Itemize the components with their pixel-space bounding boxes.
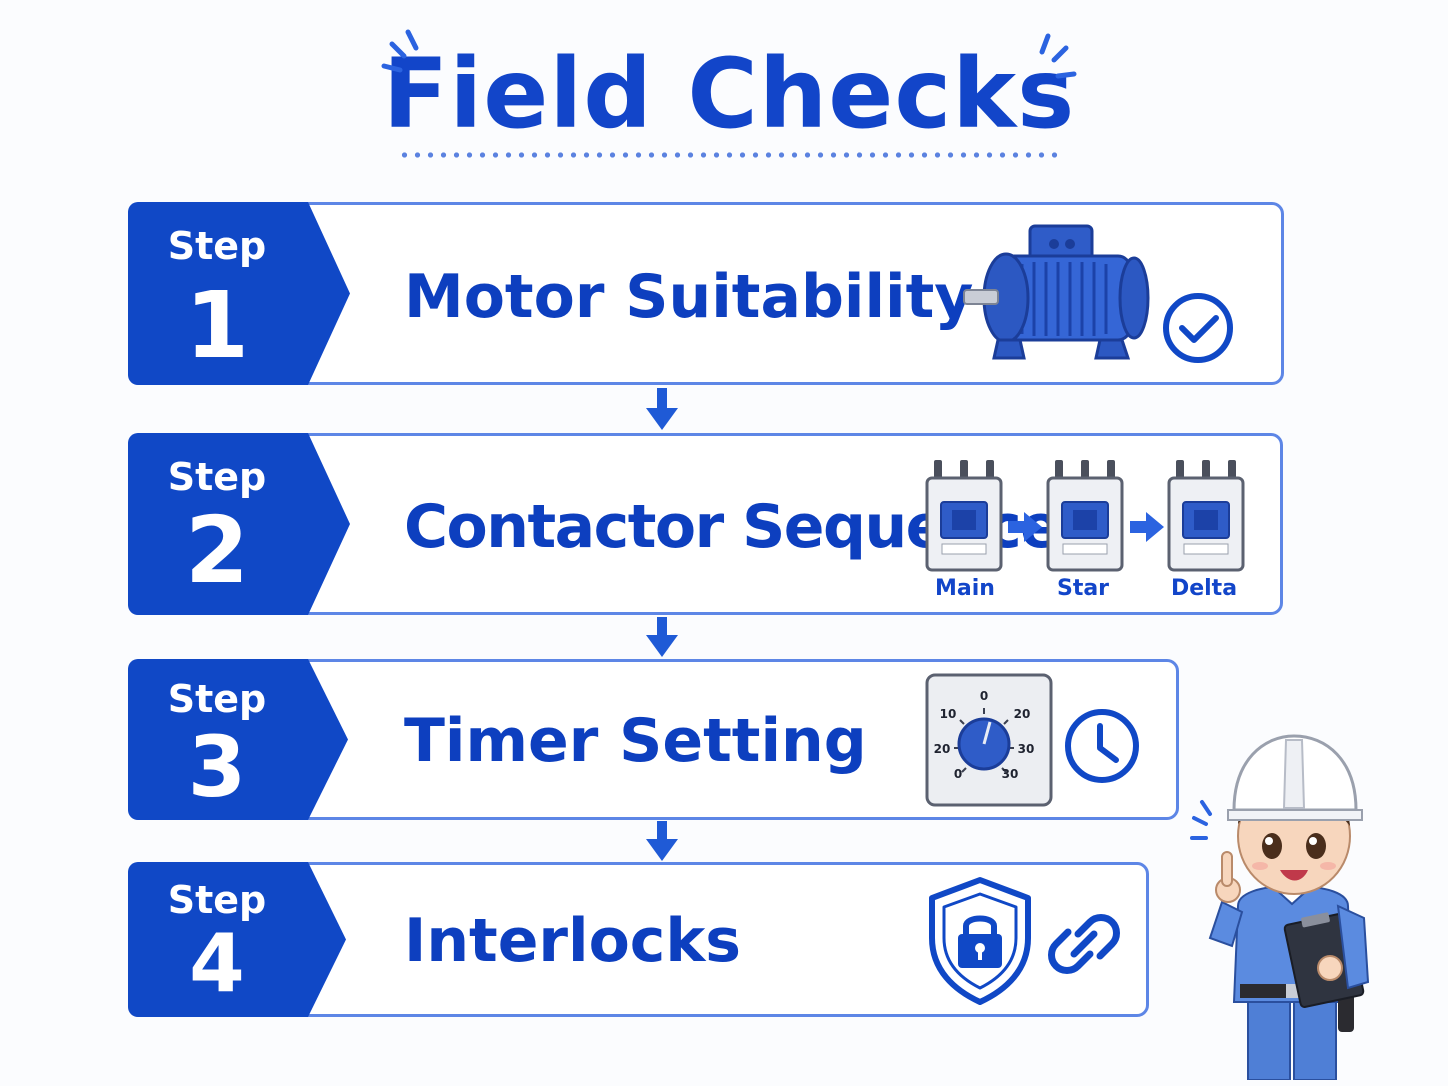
clock-icon: [1065, 709, 1139, 783]
chain-link-icon: [1048, 914, 1120, 974]
dial-mark: 0: [980, 689, 988, 703]
dial-mark: 10: [940, 707, 957, 721]
contactor-icon: [925, 460, 1003, 572]
down-arrow-icon: [646, 388, 678, 430]
step-word: Step: [167, 455, 267, 499]
step-word: Step: [167, 677, 267, 721]
dial-mark: 20: [934, 742, 951, 756]
step-tag-4: Step 4: [128, 862, 346, 1017]
dial-mark: 20: [1014, 707, 1031, 721]
sequence-arrow-icon: [1130, 512, 1164, 542]
sparkle-right-icon: [1039, 33, 1077, 79]
step-tag-3: Step 3: [128, 659, 348, 820]
sequence-arrow-icon: [1008, 512, 1042, 542]
timer-dial-icon: 0 10 20 20 30 0 30: [925, 673, 1053, 807]
step-label-motor-suitability: Motor Suitability: [404, 262, 974, 332]
step-label-timer-setting: Timer Setting: [404, 706, 867, 776]
step-number: 2: [184, 497, 249, 604]
contactor-icon: [1167, 460, 1245, 572]
step-tag-2: Step 2: [128, 433, 350, 615]
engineer-mascot: [1190, 734, 1370, 1080]
shield-lock-icon: [929, 877, 1031, 1005]
sparkle-left-icon: [381, 29, 419, 73]
step-number: 1: [184, 272, 249, 379]
down-arrow-icon: [646, 821, 678, 861]
step-tag-1: Step 1: [128, 202, 350, 385]
title-dotted-underline: [398, 152, 1062, 158]
contactor-label-star: Star: [1056, 576, 1110, 601]
dial-mark: 0: [954, 767, 962, 781]
contactor-icon: [1046, 460, 1124, 572]
page-title: Field Checks: [382, 38, 1076, 150]
step-number: 3: [187, 718, 247, 816]
dial-mark: 30: [1018, 742, 1035, 756]
contactor-label-delta: Delta: [1170, 576, 1238, 601]
contactor-label-main: Main: [935, 576, 995, 601]
step-word: Step: [167, 224, 267, 268]
motor-icon: [963, 224, 1150, 360]
down-arrow-icon: [646, 617, 678, 657]
step-label-interlocks: Interlocks: [404, 906, 741, 976]
check-circle-icon: [1163, 293, 1233, 363]
step-word: Step: [167, 878, 267, 922]
step-number: 4: [189, 917, 245, 1010]
dial-mark: 30: [1002, 767, 1019, 781]
